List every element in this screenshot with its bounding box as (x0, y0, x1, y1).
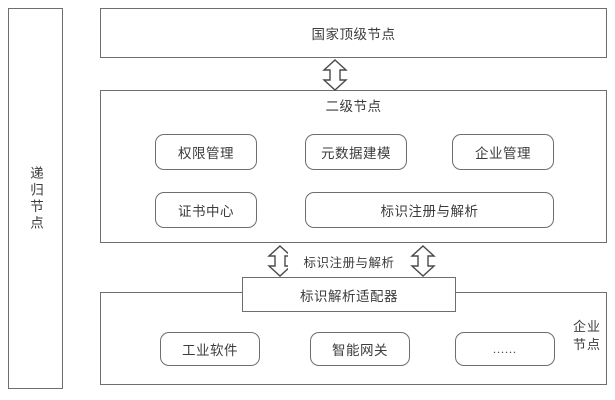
module-more-placeholder[interactable]: ...... (455, 332, 555, 366)
module-label: 元数据建模 (321, 146, 391, 161)
module-label: ...... (493, 341, 517, 356)
identifier-resolution-adapter-box (242, 277, 456, 312)
module-label: 工业软件 (182, 343, 238, 358)
recursive-node-label: 递归节点 (28, 165, 43, 232)
module-metadata-modeling[interactable]: 元数据建模 (305, 134, 407, 170)
recursive-node-panel: 递归节点 (8, 8, 63, 389)
module-certificate-center[interactable]: 证书中心 (155, 192, 257, 228)
module-smart-gateway[interactable]: 智能网关 (310, 332, 410, 366)
module-label: 企业管理 (475, 146, 531, 161)
double-arrow-icon-right (410, 245, 436, 277)
national-top-node-label: 国家顶级节点 (311, 27, 396, 42)
module-industrial-software[interactable]: 工业软件 (160, 332, 260, 366)
double-arrow-icon-top (322, 59, 348, 91)
double-arrow-icon-left (267, 245, 293, 277)
module-label: 权限管理 (178, 146, 234, 161)
identifier-resolution-adapter-label: 标识解析适配器 (300, 288, 398, 304)
national-top-node-box (100, 8, 607, 58)
module-label: 智能网关 (332, 343, 388, 358)
module-label: 证书中心 (178, 204, 234, 219)
module-label: 标识注册与解析 (380, 204, 479, 219)
connector-label-identifier-registration-resolution: 标识注册与解析 (288, 245, 410, 277)
second-level-node-title: 二级节点 (325, 99, 382, 114)
module-enterprise-management[interactable]: 企业管理 (452, 134, 554, 170)
module-permission-management[interactable]: 权限管理 (155, 134, 257, 170)
module-identifier-registration-resolution[interactable]: 标识注册与解析 (305, 192, 554, 228)
enterprise-node-label: 企业节点 (572, 319, 601, 352)
